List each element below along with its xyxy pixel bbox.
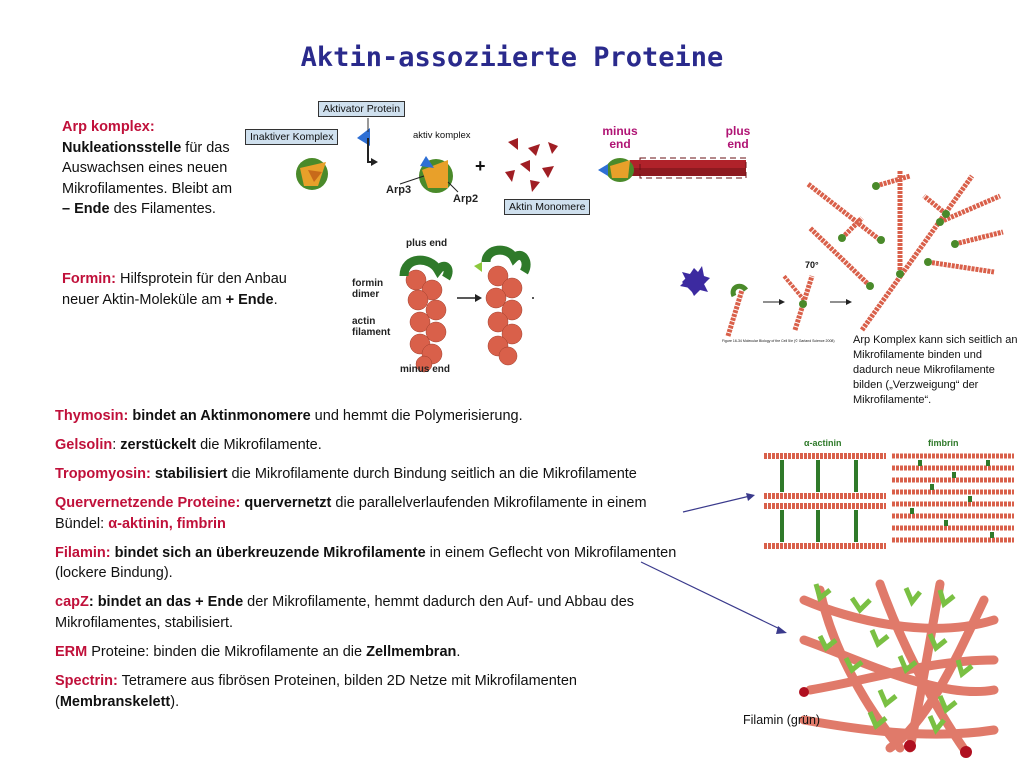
list-item-filamin: Filamin: bindet sich an überkreuzende Mi… — [55, 543, 685, 584]
list-item-bold: : bindet an das + Ende — [88, 594, 244, 611]
arrow-to-crosslink — [682, 495, 751, 513]
list-item-name: Filamin: — [55, 544, 111, 561]
minus-end-label: minus end — [602, 124, 638, 151]
list-item-bold: bindet an Aktinmonomere — [128, 408, 311, 424]
fimbrin-label: fimbrin — [928, 438, 959, 448]
list-item-text: und hemmt die Polymerisierung. — [310, 408, 523, 424]
list-item-spectrin: Spectrin: Tetramere aus fibrösen Protein… — [55, 671, 685, 712]
list-item-text: die Mikrofilamente durch Bindung seitlic… — [227, 466, 637, 483]
actin-monomers-label: Aktin Monomere — [504, 199, 591, 215]
list-item-highlight: α-aktinin, fimbrin — [108, 515, 226, 532]
active-complex-label: aktiv komplex — [413, 130, 471, 141]
arp-text2: des Filamentes. — [109, 201, 216, 217]
list-item-bold: Membranskelett — [59, 693, 171, 710]
list-item-text: der Mikrofilamente, hemmt dadurch den Au… — [55, 594, 635, 631]
list-item-name: Spectrin: — [55, 673, 118, 690]
list-item-name: Tropomyosin: — [55, 466, 151, 483]
formin-diagram-graphics — [399, 245, 534, 373]
formin-dimer-label: formin dimer — [352, 278, 384, 300]
filament-with-arp-icon — [598, 157, 747, 182]
branching-diagram-graphics — [680, 170, 1004, 337]
arp3-label: Arp3 — [386, 184, 412, 196]
list-item-erm: ERM Proteine: binden die Mikrofilamente … — [55, 642, 685, 663]
activator-triangle-icon — [357, 128, 370, 146]
list-item-text: Tetramere aus fibrösen Proteinen, bilden… — [55, 673, 577, 710]
active-complex-icon — [399, 156, 459, 193]
formin-end: + Ende — [225, 291, 274, 308]
list-item-tropomyosin: Tropomyosin: stabilisiert die Mikrofilam… — [55, 464, 685, 485]
list-item-bold: stabilisiert — [150, 466, 228, 483]
arp-text1: für das Auswachsen eines neuen Mikrofila… — [62, 139, 233, 197]
actin-monomers-icon — [505, 138, 558, 192]
arp-end: – Ende — [62, 201, 110, 217]
formin-name: Formin: — [62, 271, 116, 287]
list-item-text: Proteine: binden die Mikrofilamente an d… — [87, 644, 367, 661]
list-item-bold: bindet sich an überkreuzende Mikrofilame… — [110, 544, 426, 561]
actin-filament-label: actin filament — [352, 316, 391, 338]
list-item-crosslinking: Quervernetzende Proteine: quervernetzt d… — [55, 493, 685, 534]
plus-end-label: plus end — [725, 124, 751, 151]
arp2-label: Arp2 — [453, 193, 479, 205]
list-item-text: ). — [170, 693, 180, 710]
list-item-bold: zerstückelt — [120, 437, 197, 454]
protein-list: Thymosin: bindet an Aktinmonomere und he… — [55, 406, 685, 721]
list-item-gelsolin: Gelsolin: zerstückelt die Mikrofilamente… — [55, 435, 685, 456]
list-item-text: die Mikrofilamente. — [196, 437, 322, 454]
list-item-name: Thymosin: — [55, 408, 129, 424]
list-item-bold: Zellmembran — [366, 644, 457, 661]
filamin-network-graphics — [799, 579, 999, 758]
list-item-name: Quervernetzende Proteine: — [55, 495, 241, 512]
list-item-text: . — [456, 644, 461, 661]
list-item-name: ERM — [55, 644, 88, 661]
figure-credit: Figure 16-34 Molecular Biology of the Ce… — [722, 339, 835, 343]
formin-text: Formin: Hilfsprotein für den Anbau neuer… — [62, 269, 317, 310]
formin-minus-end-label: minus end — [400, 364, 451, 375]
list-item-name: capZ — [55, 594, 89, 611]
list-item-bold: quervernetzt — [240, 495, 332, 512]
arp-complex-name: Arp komplex: — [62, 119, 155, 135]
branching-caption: Arp Komplex kann sich seitlich an Mikrof… — [853, 334, 1018, 406]
list-item-thymosin: Thymosin: bindet an Aktinmonomere und he… — [55, 406, 685, 427]
list-item-text: die parallelverlaufenden Mikrofilamente … — [55, 495, 647, 532]
list-item-name: Gelsolin — [55, 437, 113, 454]
activator-protein-label: Aktivator Protein — [318, 101, 406, 117]
fimbrin-graphics — [892, 453, 1014, 543]
list-item-text: : — [112, 437, 121, 454]
formin-text2: . — [273, 291, 278, 308]
inactive-complex-label: Inaktiver Komplex — [245, 129, 339, 145]
arp-bold: Nukleationsstelle — [62, 139, 182, 156]
alpha-actinin-graphics — [764, 453, 886, 549]
page-title: Aktin-assoziierte Proteine — [300, 42, 724, 73]
angle-label: 70° — [805, 260, 819, 270]
filamin-caption: Filamin (grün) — [743, 713, 821, 727]
plus-sign: + — [475, 156, 486, 176]
formin-text1: Hilfsprotein für den Anbau neuer Aktin-M… — [62, 271, 287, 308]
inactive-complex-icon — [296, 158, 328, 190]
alpha-actinin-label: α-actinin — [804, 438, 842, 448]
formin-plus-end-label: plus end — [406, 238, 448, 249]
list-item-capz: capZ: bindet an das + Ende der Mikrofila… — [55, 592, 685, 633]
arp-complex-text: Arp komplex: Nukleationsstelle für das A… — [62, 117, 240, 220]
list-item-text: in einem Geflecht von Mikrofilamenten (l… — [55, 544, 677, 582]
arrow-to-filamin — [640, 561, 783, 631]
